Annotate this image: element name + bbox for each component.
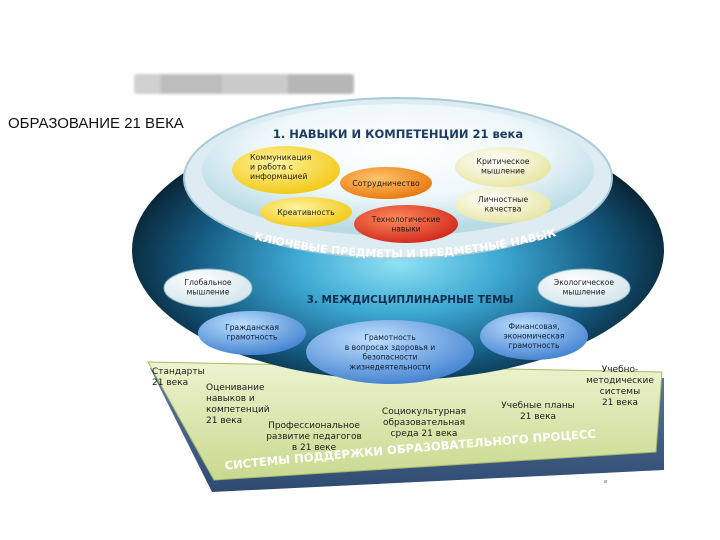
node-blue (198, 311, 306, 355)
node-blue (480, 312, 588, 360)
node-label-line: Профессиональное (268, 421, 360, 431)
node-label-line: качества (484, 205, 521, 214)
node-label-line: экономическая (504, 332, 565, 341)
node-white (163, 268, 253, 308)
node-white (537, 268, 631, 308)
node-label-line: Глобальное (184, 278, 231, 287)
node-label-line: компетенций (206, 405, 270, 415)
node-label-line: и работа с (250, 163, 293, 172)
node-label-line: Технологические (371, 215, 441, 224)
node-label-line: 21 века (152, 378, 188, 388)
node-label-line: 21 века (206, 416, 242, 426)
node-label-line: Социокультурная (382, 407, 466, 417)
node-label-line: мышление (187, 288, 230, 297)
node-label: Креативность (277, 208, 335, 217)
node-label-line: Критическое (476, 157, 529, 166)
node-pale (455, 187, 551, 223)
node-label-line: Креативность (277, 208, 335, 217)
node-label-line: Коммуникация (250, 153, 312, 162)
node-label-line: Грамотность (364, 333, 416, 342)
node-label-line: Учебные планы (501, 401, 574, 411)
node-label-line: мышление (563, 288, 606, 297)
node-label-line: Сотрудничество (352, 179, 420, 188)
node-label-line: образовательная (383, 418, 465, 428)
node-orange (340, 167, 432, 199)
node-label-line: 21 века (602, 398, 638, 408)
node-label-line: навыков и (206, 394, 255, 404)
node-label-line: в вопросах здоровья и (345, 343, 436, 352)
node-yellow (232, 146, 340, 194)
node-label-line: Экологическое (554, 278, 615, 287)
faint-heading-artifact (134, 74, 354, 94)
node-label-line: Гражданская (225, 323, 279, 332)
node-label-line: грамотность (227, 333, 278, 342)
node-label-line: Личностные (478, 195, 528, 204)
node-label-line: Учебно- (602, 365, 639, 375)
node-label-line: мышление (481, 167, 525, 176)
skill-cooperation: Сотрудничество (340, 167, 432, 199)
node-label-line: грамотность (509, 341, 560, 350)
node-label-line: методические (586, 376, 654, 386)
node-label-line: информацией (250, 172, 307, 181)
node-red (354, 205, 458, 243)
skill-creativity: Креативность (260, 197, 352, 227)
node-label-line: Финансовая, (509, 322, 560, 331)
node-label-line: в 21 веке (292, 443, 337, 453)
node-label-line: системы (600, 387, 640, 397)
node-label-line: развитие педагогов (266, 432, 362, 442)
node-label-line: 21 века (520, 412, 556, 422)
node-label: Сотрудничество (352, 179, 420, 188)
page-title: ОБРАЗОВАНИЕ 21 ВЕКА (0, 104, 236, 144)
node-label-line: жизнедеятельности (349, 362, 431, 371)
node-label-line: навыки (391, 225, 420, 234)
edge-dot (604, 480, 607, 483)
node-label-line: Стандарты (152, 367, 205, 377)
support-platform (147, 361, 664, 492)
node-label-line: Оценивание (206, 383, 265, 393)
node-label-line: среда 21 века (391, 429, 458, 439)
section1-title: 1. НАВЫКИ И КОМПЕТЕНЦИИ 21 века (273, 127, 523, 141)
node-pale (455, 147, 551, 187)
node-blue (306, 320, 474, 384)
node-label-line: безопасности (363, 353, 418, 362)
section3-title: 3. МЕЖДИСЦИПЛИНАРНЫЕ ТЕМЫ (307, 294, 514, 306)
node-yellow (260, 197, 352, 227)
